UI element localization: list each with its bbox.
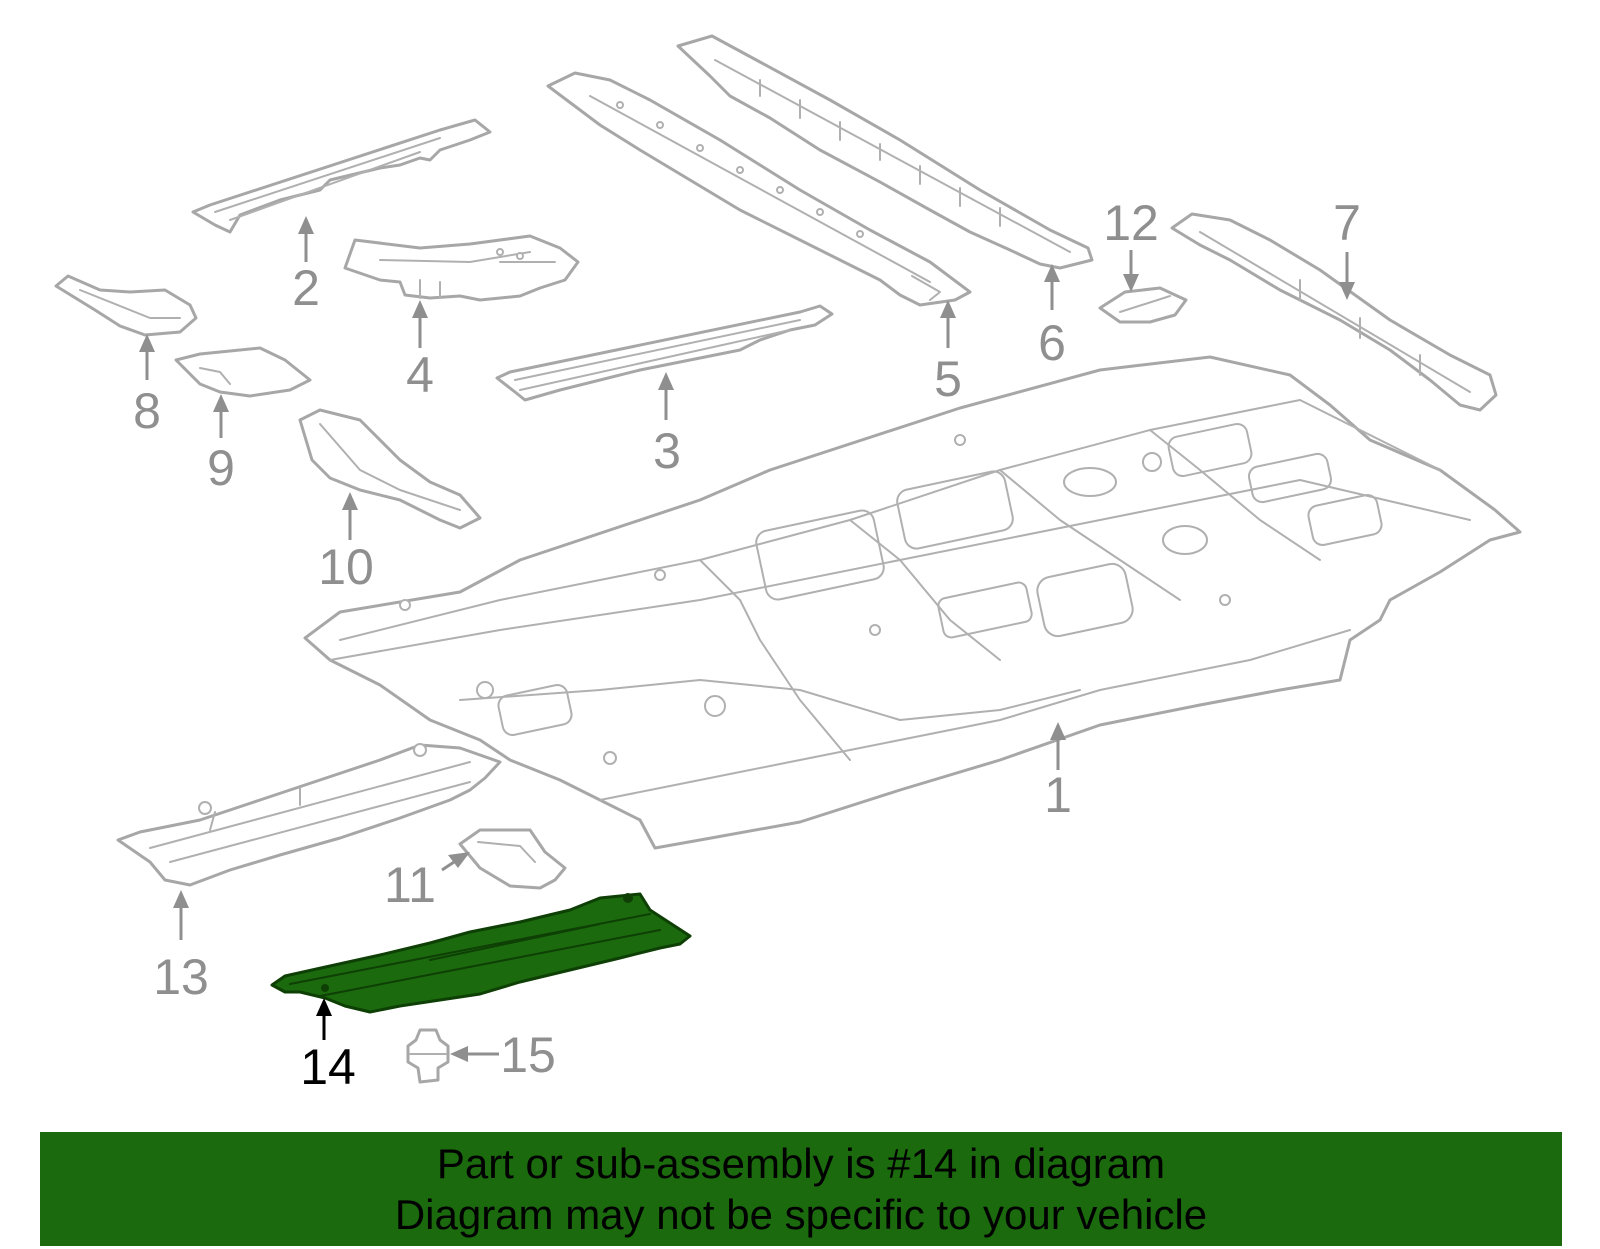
part-10-reinforcement[interactable] [298, 408, 482, 530]
callout-6: 6 [1038, 315, 1066, 371]
callout-2: 2 [292, 260, 320, 316]
callout-9: 9 [207, 440, 235, 496]
callout-10: 10 [318, 539, 374, 595]
part-5-rail[interactable] [546, 71, 972, 307]
leader-arrows [139, 216, 1355, 1062]
part-11-bracket[interactable] [458, 828, 567, 890]
part-4-bracket[interactable] [343, 234, 580, 302]
part-13-side-member[interactable] [116, 743, 502, 887]
part-8-bracket[interactable] [54, 274, 198, 337]
callout-3: 3 [653, 423, 681, 479]
part-2-rail[interactable] [191, 118, 492, 234]
callout-11: 11 [384, 857, 436, 913]
info-banner: Part or sub-assembly is #14 in diagram D… [40, 1132, 1562, 1246]
part-3-crossmember[interactable] [495, 304, 834, 402]
callout-labels: 1 2 3 4 5 6 7 8 9 10 11 12 13 14 15 [133, 195, 1361, 1095]
callout-5: 5 [934, 351, 962, 407]
callout-4: 4 [406, 347, 434, 403]
callout-1: 1 [1044, 767, 1072, 823]
callout-15: 15 [500, 1027, 556, 1083]
part-15-clip[interactable] [406, 1028, 450, 1084]
callout-14: 14 [300, 1039, 356, 1095]
part-12-patch[interactable] [1098, 286, 1188, 324]
banner-line-disclaimer: Diagram may not be specific to your vehi… [394, 1191, 1208, 1238]
part-14-under-cover[interactable] [270, 892, 692, 1014]
part-1-floor-pan[interactable] [303, 355, 1522, 850]
part-7-rail[interactable] [1170, 212, 1498, 412]
part-6-rail[interactable] [676, 34, 1094, 270]
callout-13: 13 [153, 949, 209, 1005]
callout-7: 7 [1333, 195, 1361, 251]
part-9-plate[interactable] [174, 346, 312, 398]
callout-8: 8 [133, 383, 161, 439]
banner-line-part-info: Part or sub-assembly is #14 in diagram [436, 1140, 1166, 1187]
callout-12: 12 [1103, 195, 1159, 251]
